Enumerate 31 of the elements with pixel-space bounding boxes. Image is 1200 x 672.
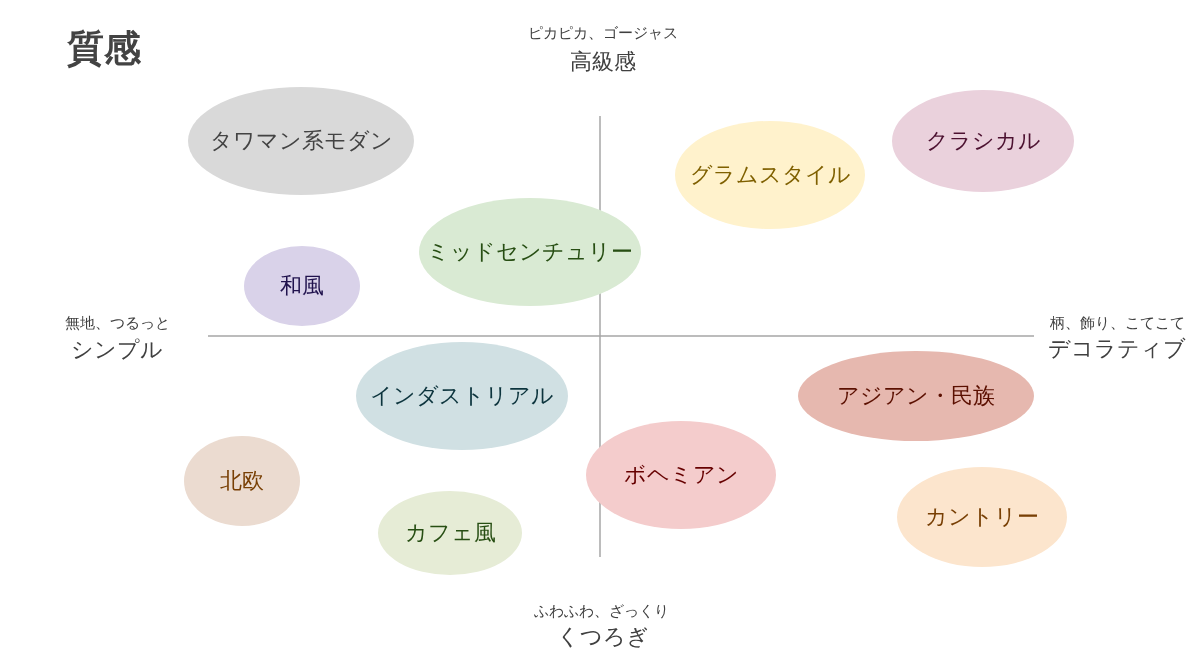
style-label: グラムスタイル	[689, 162, 851, 188]
axis-label: くつろぎ	[557, 624, 649, 650]
style-bubble	[356, 342, 568, 450]
style-label: タワマン系モダン	[209, 128, 393, 154]
style-bubble	[892, 90, 1074, 192]
axis-description: ふわふわ、ざっくり	[533, 603, 669, 621]
style-bubble	[419, 198, 641, 306]
axis-description: ピカピカ、ゴージャス	[528, 25, 678, 43]
axis-label: デコラティブ	[1048, 336, 1186, 362]
style-label: インダストリアル	[370, 383, 554, 409]
style-bubble	[378, 491, 522, 575]
axis-description: 無地、つるっと	[64, 315, 170, 333]
style-bubble	[184, 436, 300, 526]
axis-label: 高級感	[570, 49, 636, 75]
style-label: カフェ風	[404, 520, 496, 546]
style-label: 和風	[280, 273, 324, 299]
style-label: ミッドセンチュリー	[427, 239, 633, 265]
style-bubble	[586, 421, 776, 529]
style-bubble	[188, 87, 414, 195]
style-label: 北欧	[220, 468, 264, 494]
style-label: クラシカル	[925, 128, 1041, 154]
style-bubble	[897, 467, 1067, 567]
style-bubble	[675, 121, 865, 229]
style-bubble	[244, 246, 360, 326]
style-label: カントリー	[925, 504, 1039, 530]
axis-label: シンプル	[71, 337, 163, 363]
axis-description: 柄、飾り、こてこて	[1049, 315, 1185, 333]
style-label: アジアン・民族	[837, 383, 995, 409]
chart-title: 質感	[67, 28, 141, 71]
style-bubble	[798, 351, 1034, 441]
style-label: ボヘミアン	[623, 462, 739, 488]
